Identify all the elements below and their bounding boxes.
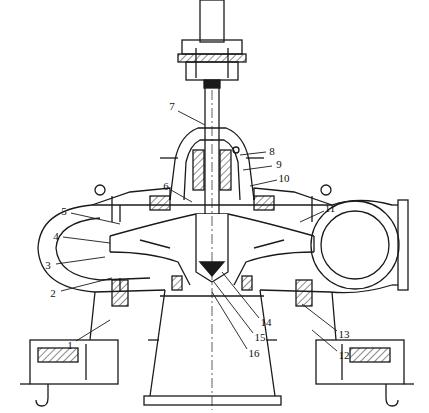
callout-number: 3 [44,259,52,271]
suction-cone [144,290,281,405]
callout-number: 12 [338,349,351,361]
callout-number: 4 [52,230,60,242]
callout-number: 6 [162,180,170,192]
volute-casing [38,200,408,306]
callout-number: 2 [49,287,57,299]
leader-line [56,111,337,351]
callout-number: 11 [324,202,337,214]
callout-number: 16 [248,347,261,359]
callout-number: 5 [60,205,68,217]
center-line [212,90,213,410]
motor-shaft [200,0,224,42]
coupling [178,40,246,88]
callout-number: 13 [338,328,351,340]
callout-number: 8 [268,145,276,157]
callout-number: 10 [278,172,291,184]
callout-number: 15 [254,331,267,343]
callout-number: 1 [66,339,74,351]
callout-number: 7 [168,100,176,112]
callout-number: 9 [275,158,283,170]
anchor-hook [20,384,414,406]
support-foot [30,292,404,384]
callout-number: 14 [260,316,273,328]
